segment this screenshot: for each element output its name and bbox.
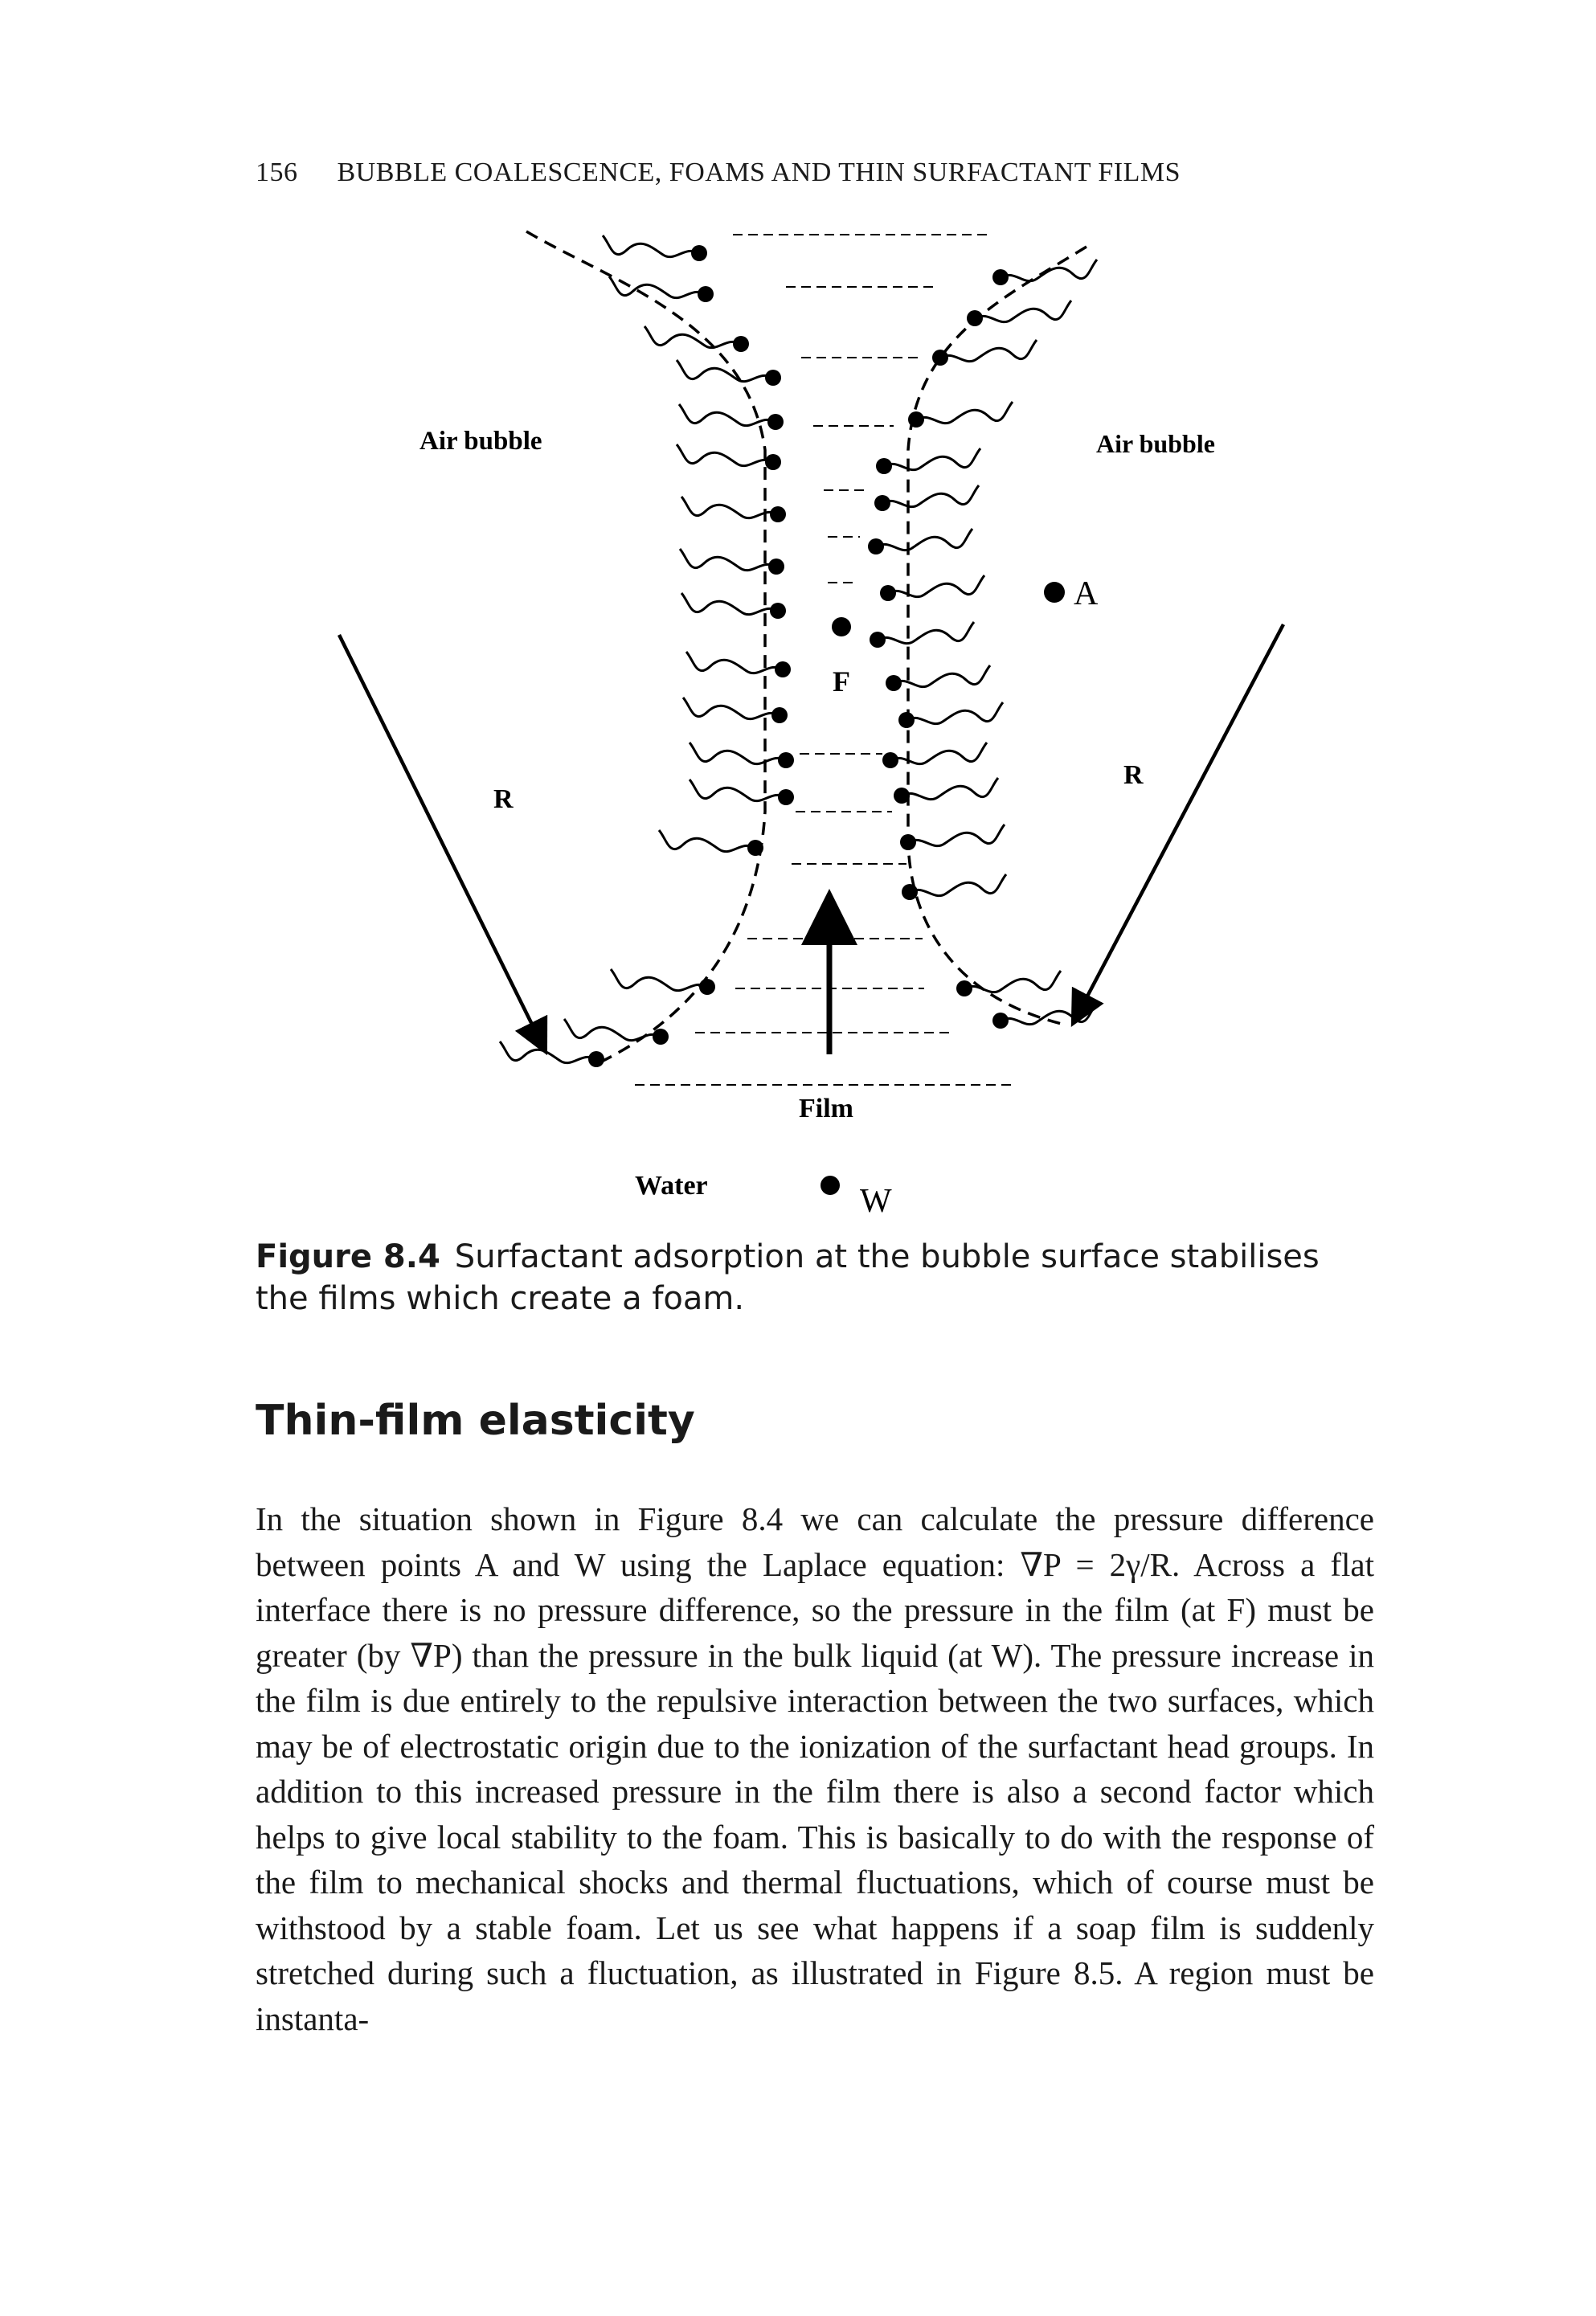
surfactant-molecule	[992, 259, 1099, 285]
air-bubble-left-label: Air bubble	[419, 427, 542, 456]
surfactant-molecule	[675, 359, 781, 386]
air-bubble-right-label: Air bubble	[1096, 429, 1215, 458]
surfactant-molecule	[680, 496, 786, 522]
surfactant-molecule	[677, 403, 784, 430]
surfactant-molecule	[498, 1041, 604, 1067]
surfactant-molecule	[900, 824, 1006, 850]
surfactant-molecule	[608, 276, 714, 302]
point-f-marker	[832, 617, 851, 636]
running-header: 156 BUBBLE COALESCENCE, FOAMS AND THIN S…	[256, 158, 1181, 188]
page-number: 156	[256, 158, 298, 187]
point-a-label: A	[1074, 575, 1099, 612]
surfactant-molecule	[870, 621, 976, 648]
surfactant-molecule	[876, 448, 982, 474]
radius-right-label: R	[1123, 760, 1144, 790]
caption-label: Figure 8.4	[256, 1238, 440, 1275]
surfactant-molecule	[868, 528, 974, 554]
surfactant-molecule	[657, 829, 763, 856]
surfactant-molecule	[894, 777, 1000, 804]
surfactant-molecule	[688, 779, 794, 805]
right-surfactant-molecules	[868, 259, 1099, 1029]
caption-text: Surfactant adsorption at the bubble surf…	[256, 1238, 1320, 1317]
radius-arrow-right	[1070, 623, 1285, 1027]
section-heading: Thin-film elasticity	[256, 1397, 695, 1445]
surfactant-molecule	[601, 235, 707, 261]
surfactant-molecule	[680, 592, 786, 619]
left-boundary-curve	[526, 230, 767, 1066]
surfactant-molecule	[886, 665, 992, 691]
body-paragraph: In the situation shown in Figure 8.4 we …	[256, 1500, 1374, 2037]
surfactant-molecule	[681, 697, 788, 723]
water-label: Water	[635, 1171, 708, 1201]
left-film-boundary	[526, 230, 767, 1066]
surfactant-molecule	[874, 485, 980, 511]
foam-film-diagram: Air bubble Air bubble A F W R R Film Wat…	[337, 230, 1285, 1220]
surfactant-molecule	[932, 339, 1038, 366]
surfactant-molecule	[898, 702, 1005, 728]
right-boundary-curve	[906, 245, 1087, 1026]
film-dashed-layers	[635, 234, 1014, 1086]
radius-arrow-left	[337, 634, 548, 1056]
right-film-boundary	[906, 245, 1087, 1026]
left-surfactant-molecules	[498, 235, 794, 1067]
running-title: BUBBLE COALESCENCE, FOAMS AND THIN SURFA…	[337, 158, 1181, 187]
surfactant-molecule	[967, 300, 1073, 326]
point-f-label: F	[833, 665, 850, 698]
surfactant-molecule	[563, 1018, 669, 1045]
surfactant-molecule	[688, 742, 794, 768]
surfactant-molecule	[956, 970, 1062, 996]
surfactant-molecule	[880, 575, 986, 601]
film-label: Film	[799, 1094, 853, 1123]
point-w-marker	[821, 1176, 840, 1195]
surfactant-molecule	[609, 968, 715, 995]
surfactant-molecule	[908, 401, 1014, 428]
point-w-label: W	[860, 1183, 892, 1220]
surfactant-molecule	[882, 742, 988, 768]
surfactant-molecule	[643, 325, 749, 352]
radius-left-label: R	[493, 784, 514, 814]
surfactant-molecule	[685, 651, 791, 677]
surfactant-molecule	[678, 548, 784, 575]
surfactant-molecule	[675, 444, 781, 470]
point-a-marker	[1044, 582, 1065, 603]
surfactant-molecule	[902, 874, 1008, 900]
